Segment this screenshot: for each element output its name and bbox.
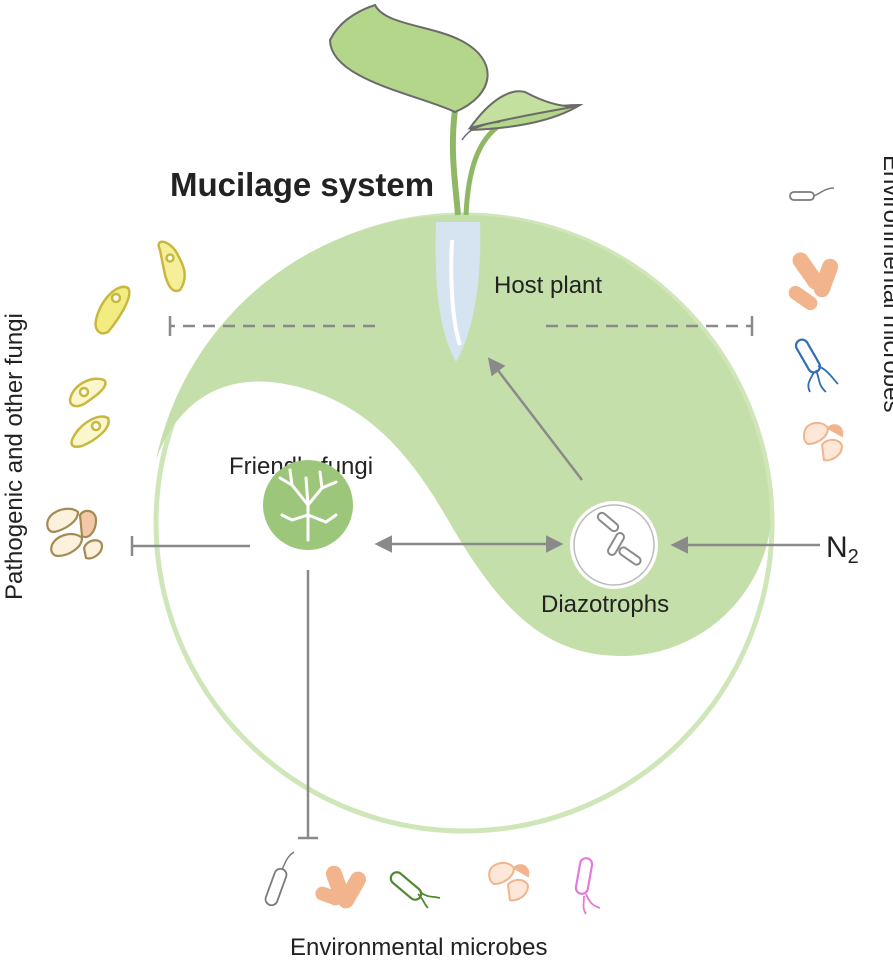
rod-bacterium-icon xyxy=(788,252,839,311)
pathogenic-fungi-label: Pathogenic and other fungi xyxy=(1,313,28,600)
fungal-spore-icon xyxy=(68,240,186,448)
mycelium-icon xyxy=(278,468,338,542)
page-title: Mucilage system xyxy=(170,166,434,203)
rod-bacterium-icon xyxy=(789,187,835,201)
friendly-fungi-node xyxy=(263,460,353,550)
interaction-arrows xyxy=(130,357,820,840)
flagellated-bacterium-icon xyxy=(794,338,839,393)
env-microbes-right-label: Environmental microbes xyxy=(878,155,893,412)
fungal-spore-icon xyxy=(488,862,530,902)
flagellated-bacterium-icon xyxy=(389,871,441,909)
diazotrophs-label: Diazotrophs xyxy=(541,591,669,618)
seedling-icon xyxy=(328,3,584,216)
root-icon xyxy=(435,222,481,362)
fungal-spore-icon xyxy=(803,422,844,462)
rod-bacterium-icon xyxy=(264,851,295,907)
fungal-spore-icon xyxy=(46,507,104,560)
rod-bacterium-icon xyxy=(315,865,366,909)
arrow-diazotrophs-to-host xyxy=(487,357,583,481)
diazotrophs-node xyxy=(566,497,662,593)
bacteria-cell-icon xyxy=(596,511,642,566)
env-microbes-bottom-label: Environmental microbes xyxy=(290,934,547,961)
nitrogen-label: N2 xyxy=(826,531,859,568)
nitrogen-subscript: 2 xyxy=(848,546,859,568)
host-plant-label: Host plant xyxy=(494,272,602,299)
nitrogen-main: N xyxy=(826,531,848,564)
flagellated-bacterium-icon xyxy=(574,857,601,915)
